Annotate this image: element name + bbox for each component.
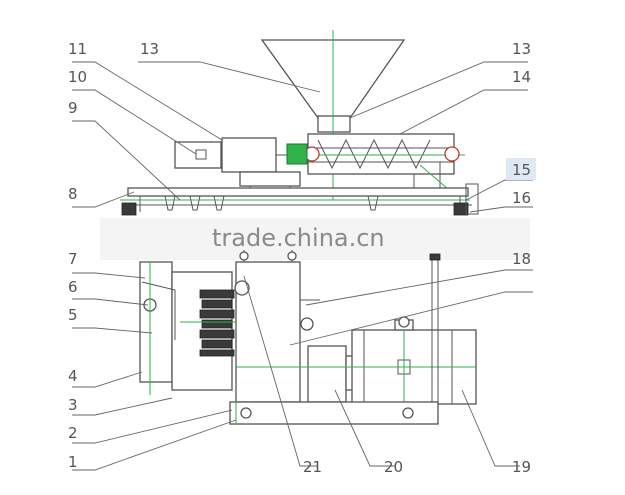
feeder-assembly xyxy=(120,30,479,216)
label-13-left: 13 xyxy=(140,40,159,58)
feeder-motor-box xyxy=(174,141,222,169)
label-14: 14 xyxy=(512,68,531,86)
label-7: 7 xyxy=(68,250,78,268)
label-2: 2 xyxy=(68,424,78,442)
pellet-mill-body xyxy=(139,250,477,425)
coupling-housing xyxy=(307,345,347,403)
label-11: 11 xyxy=(68,40,87,58)
label-20: 20 xyxy=(384,458,403,476)
label-9: 9 xyxy=(68,99,78,117)
watermark-text: trade.china.cn xyxy=(212,224,385,252)
label-5: 5 xyxy=(68,306,78,324)
door-panel xyxy=(139,261,173,383)
label-1: 1 xyxy=(68,453,78,471)
ring-die-stack xyxy=(199,289,235,357)
hopper-neck xyxy=(317,115,351,133)
label-10: 10 xyxy=(68,68,87,86)
label-13-right: 13 xyxy=(512,40,531,58)
label-15: 15 xyxy=(512,161,531,179)
label-3: 3 xyxy=(68,396,78,414)
part-labels: 11 13 13 10 14 9 15 8 16 7 18 6 5 4 3 2 … xyxy=(68,40,536,476)
feeder-motor xyxy=(221,137,277,173)
label-15-highlight xyxy=(506,158,536,180)
bearing-right xyxy=(444,146,460,162)
coupling xyxy=(286,143,308,165)
label-16: 16 xyxy=(512,189,531,207)
label-18: 18 xyxy=(512,250,531,268)
label-21: 21 xyxy=(303,458,322,476)
feeder-base-rail xyxy=(127,187,469,197)
label-4: 4 xyxy=(68,367,78,385)
screw-flight xyxy=(317,138,431,170)
label-6: 6 xyxy=(68,278,78,296)
base-frame xyxy=(229,401,439,425)
label-8: 8 xyxy=(68,185,78,203)
label-19: 19 xyxy=(512,458,531,476)
